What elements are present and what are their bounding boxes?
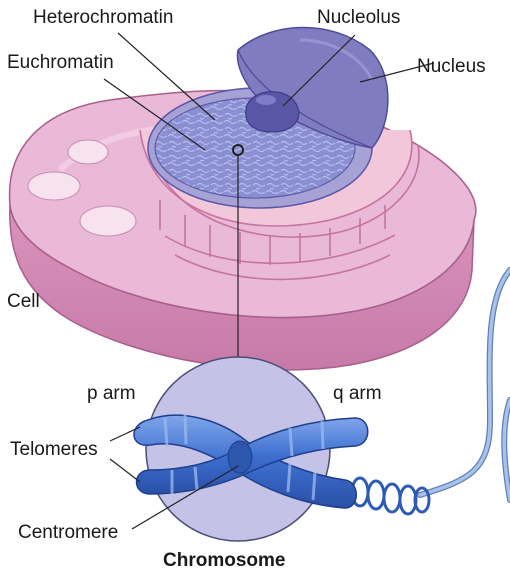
nucleus	[148, 27, 388, 208]
label-euchromatin: Euchromatin	[7, 53, 114, 72]
label-telomeres: Telomeres	[10, 440, 98, 459]
label-nucleolus: Nucleolus	[317, 8, 400, 27]
label-chromosome: Chromosome	[163, 551, 285, 570]
label-heterochromatin: Heterochromatin	[33, 8, 173, 27]
label-centromere: Centromere	[18, 523, 118, 542]
label-nucleus: Nucleus	[417, 57, 486, 76]
label-p-arm: p arm	[87, 384, 136, 403]
label-cell: Cell	[7, 292, 40, 311]
label-q-arm: q arm	[333, 384, 382, 403]
